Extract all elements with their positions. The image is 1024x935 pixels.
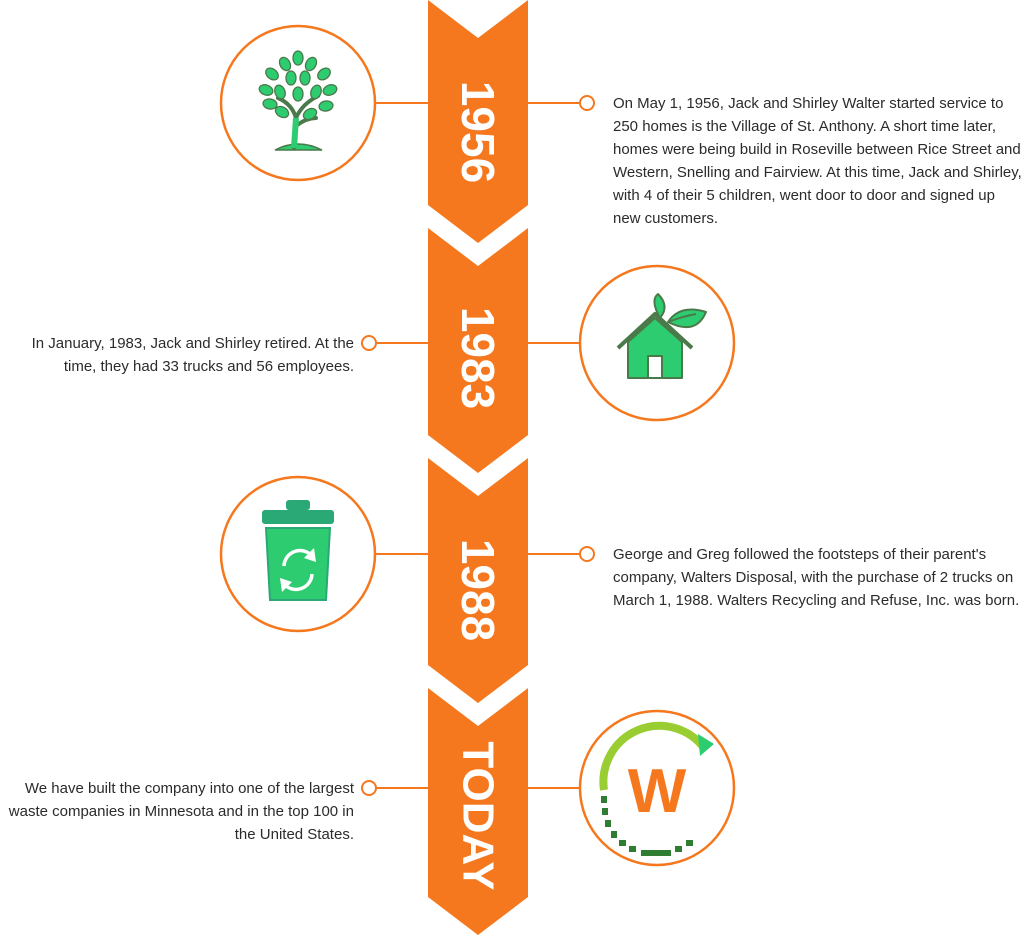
milestone-text-1956: On May 1, 1956, Jack and Shirley Walter … xyxy=(613,95,1022,227)
dot-1956 xyxy=(579,95,595,111)
year-label-today: TODAY xyxy=(454,741,503,890)
chevron-1983 xyxy=(428,228,528,473)
recycle-bin-icon xyxy=(262,500,334,601)
icon-circle-1956 xyxy=(219,24,377,182)
chevron-1956 xyxy=(428,0,528,243)
chevron-today xyxy=(428,688,528,935)
milestone-text-today: We have built the company into one of th… xyxy=(8,780,354,843)
tree-icon xyxy=(258,50,338,151)
eco-house-icon xyxy=(616,293,707,379)
milestone-text-1983: In January, 1983, Jack and Shirley retir… xyxy=(31,335,354,375)
year-label-1983: 1983 xyxy=(452,307,504,409)
dot-1988 xyxy=(579,546,595,562)
year-label-1956: 1956 xyxy=(452,81,504,183)
logo-letter: W xyxy=(628,757,687,826)
milestone-text-1988: George and Greg followed the footsteps o… xyxy=(613,546,1020,609)
chevron-1988 xyxy=(428,458,528,703)
walters-logo-icon: W xyxy=(599,721,714,856)
dot-today xyxy=(361,780,377,796)
dot-1983 xyxy=(361,335,377,351)
year-label-1988: 1988 xyxy=(452,539,504,641)
